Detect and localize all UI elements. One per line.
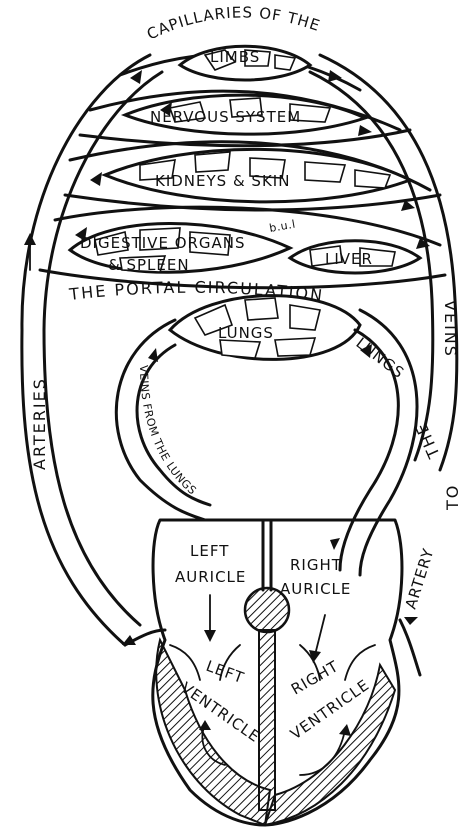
kidneys-skin-label: KIDNEYS & SKIN — [155, 172, 290, 190]
left-ventricle-label-1: LEFT — [204, 657, 247, 687]
right-auricle-label-2: AURICLE — [280, 580, 351, 598]
handwriting-mark: b.u.l — [268, 218, 296, 235]
kidneys-skin-capillaries: KIDNEYS & SKIN — [65, 142, 440, 210]
lungs-label: LUNGS — [218, 324, 274, 342]
veins-label: VEINS — [441, 300, 460, 358]
spleen-label: & SPLEEN — [108, 256, 190, 274]
limbs-label: LIMBS — [210, 48, 260, 66]
left-auricle-label-2: AURICLE — [175, 568, 246, 586]
digestive-liver-capillaries: DIGESTIVE ORGANS & SPLEEN LIVER b.u.l — [40, 207, 445, 288]
nervous-system-capillaries: NERVOUS SYSTEM — [80, 91, 410, 146]
right-auricle-label-1: RIGHT — [290, 556, 342, 574]
to-label: TO — [443, 484, 462, 511]
arteries-label: ARTERIES — [30, 377, 49, 470]
liver-label: LIVER — [325, 250, 373, 268]
capillaries-of-the-label: CAPILLARIES OF THE — [144, 3, 323, 43]
left-auricle-label-1: LEFT — [190, 542, 229, 560]
artery-label: ARTERY — [402, 546, 438, 611]
nervous-system-label: NERVOUS SYSTEM — [150, 108, 301, 126]
lungs-side-label: LUNGS — [353, 334, 408, 382]
heart: LEFT AURICLE RIGHT AURICLE LEFT VENTRICL… — [125, 520, 420, 825]
digestive-organs-label: DIGESTIVE ORGANS — [80, 234, 246, 252]
limbs-capillaries: LIMBS — [120, 46, 360, 90]
